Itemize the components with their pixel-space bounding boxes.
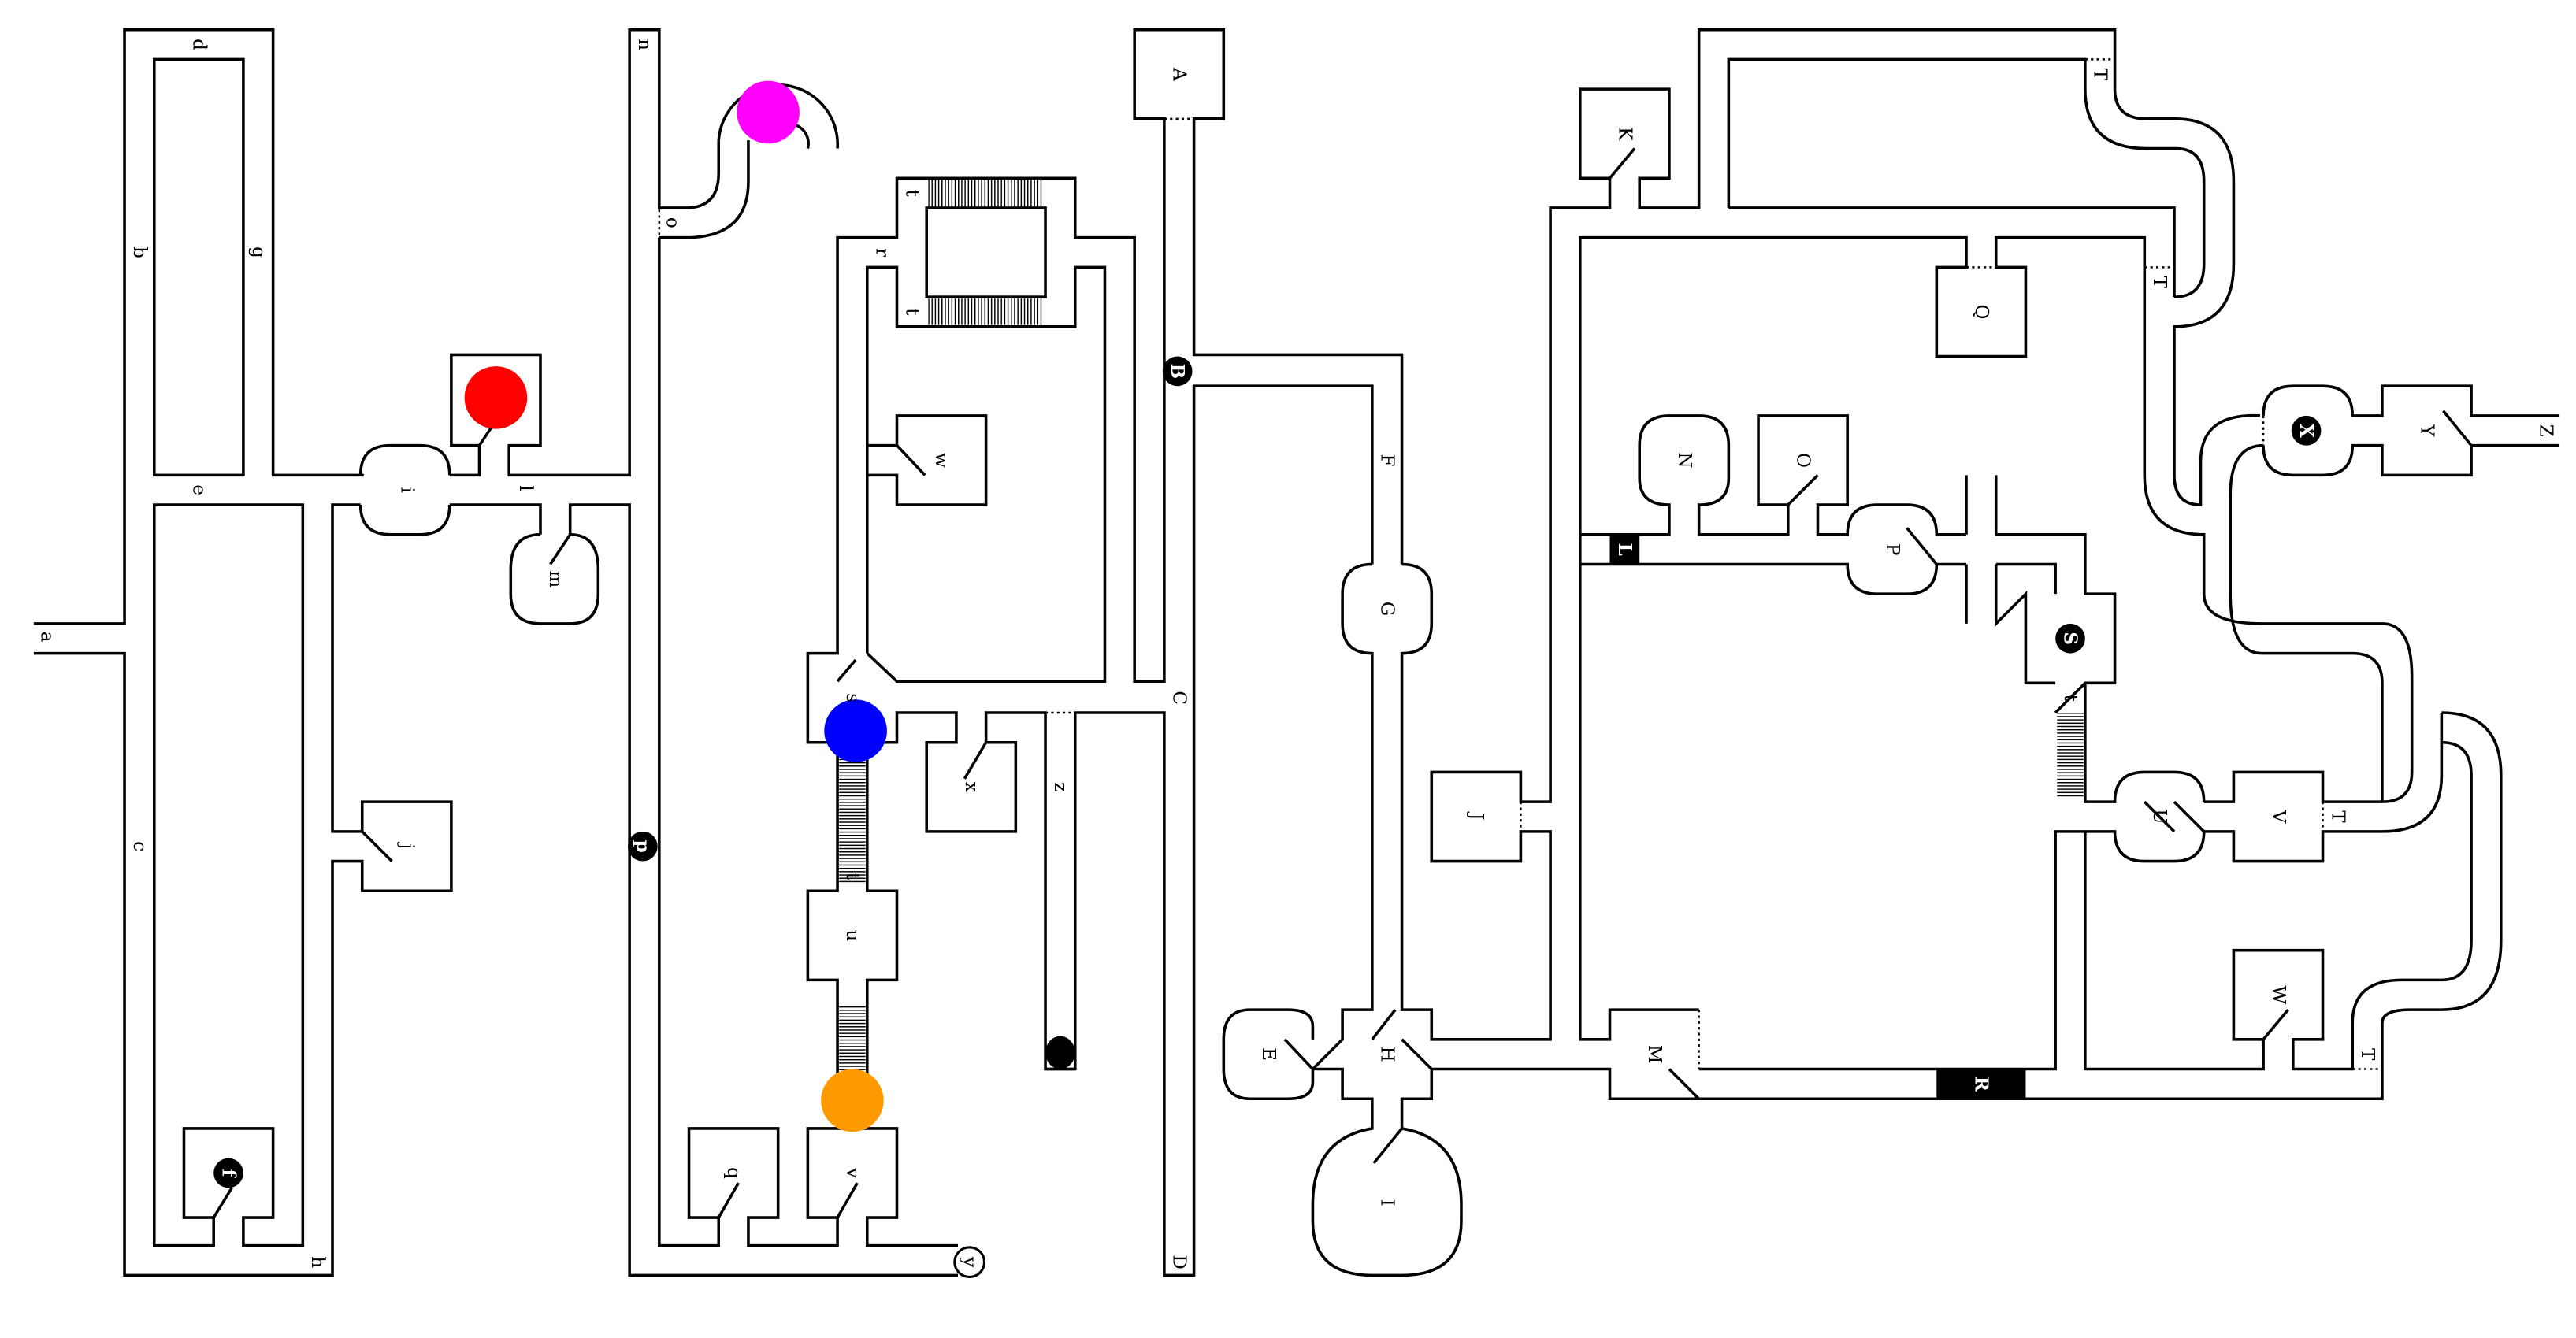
label-T: T: [2327, 810, 2348, 823]
blue-marker[interactable]: [824, 699, 887, 762]
label-n: n: [634, 39, 655, 50]
label-j: j: [396, 841, 417, 849]
label-t: t: [901, 308, 922, 316]
label-f: f: [218, 1169, 239, 1179]
orange-marker[interactable]: [821, 1069, 884, 1132]
label-T: T: [2090, 69, 2110, 81]
label-H: H: [1377, 1047, 1397, 1062]
label-x: x: [961, 782, 982, 792]
corridor-end-marker: [1045, 1036, 1075, 1069]
markers: [213, 80, 2322, 1279]
label-F: F: [1377, 454, 1397, 466]
label-r: r: [872, 248, 893, 258]
label-O: O: [1793, 453, 1813, 468]
label-R: R: [1970, 1077, 1991, 1092]
label-q: q: [723, 1167, 744, 1179]
label-X: X: [2296, 424, 2317, 438]
label-V: V: [2268, 810, 2288, 824]
label-c: c: [129, 841, 150, 851]
label-s: s: [842, 693, 863, 702]
label-i: i: [396, 487, 417, 493]
label-Z: Z: [2535, 424, 2556, 437]
label-t: t: [2060, 695, 2080, 702]
label-M: M: [1644, 1045, 1665, 1064]
label-l: l: [515, 485, 536, 491]
label-g: g: [248, 246, 269, 258]
label-Q: Q: [1971, 304, 1991, 319]
label-U: U: [2149, 809, 2170, 824]
label-d: d: [188, 39, 209, 50]
label-t: t: [842, 873, 863, 880]
label-E: E: [1258, 1047, 1279, 1061]
label-A: A: [1169, 67, 1190, 81]
label-C: C: [1169, 691, 1190, 705]
label-w: w: [931, 453, 952, 469]
right-walls: [1579, 57, 2559, 1100]
label-u: u: [842, 929, 863, 941]
left-walls: [33, 28, 959, 1277]
label-y: y: [960, 1256, 980, 1267]
label-T: T: [2149, 276, 2170, 289]
label-z: z: [1050, 782, 1071, 791]
label-S: S: [2060, 632, 2081, 645]
label-L: L: [1614, 543, 1635, 556]
label-K: K: [1614, 127, 1635, 141]
label-D: D: [1169, 1255, 1190, 1269]
label-v: v: [842, 1167, 863, 1178]
label-T: T: [2357, 1048, 2377, 1061]
label-G: G: [1377, 602, 1397, 616]
label-N: N: [1674, 452, 1694, 468]
label-I: I: [1377, 1199, 1397, 1206]
red-marker[interactable]: [464, 366, 528, 429]
label-a: a: [37, 632, 58, 643]
label-P: P: [1882, 543, 1902, 556]
magenta-marker[interactable]: [737, 80, 800, 144]
label-J: J: [1466, 811, 1487, 820]
label-m: m: [545, 570, 566, 587]
label-b: b: [129, 246, 150, 258]
label-t: t: [901, 189, 922, 197]
label-W: W: [2268, 985, 2288, 1004]
label-p: p: [632, 840, 653, 853]
label-o: o: [663, 217, 683, 228]
label-B: B: [1167, 364, 1188, 379]
middle-walls: [806, 28, 2384, 1277]
room-labels: a b c d e f g h i j l m n o p q r s t t …: [37, 39, 2556, 1269]
label-e: e: [188, 484, 209, 495]
label-Y: Y: [2417, 424, 2437, 437]
label-h: h: [307, 1256, 328, 1268]
